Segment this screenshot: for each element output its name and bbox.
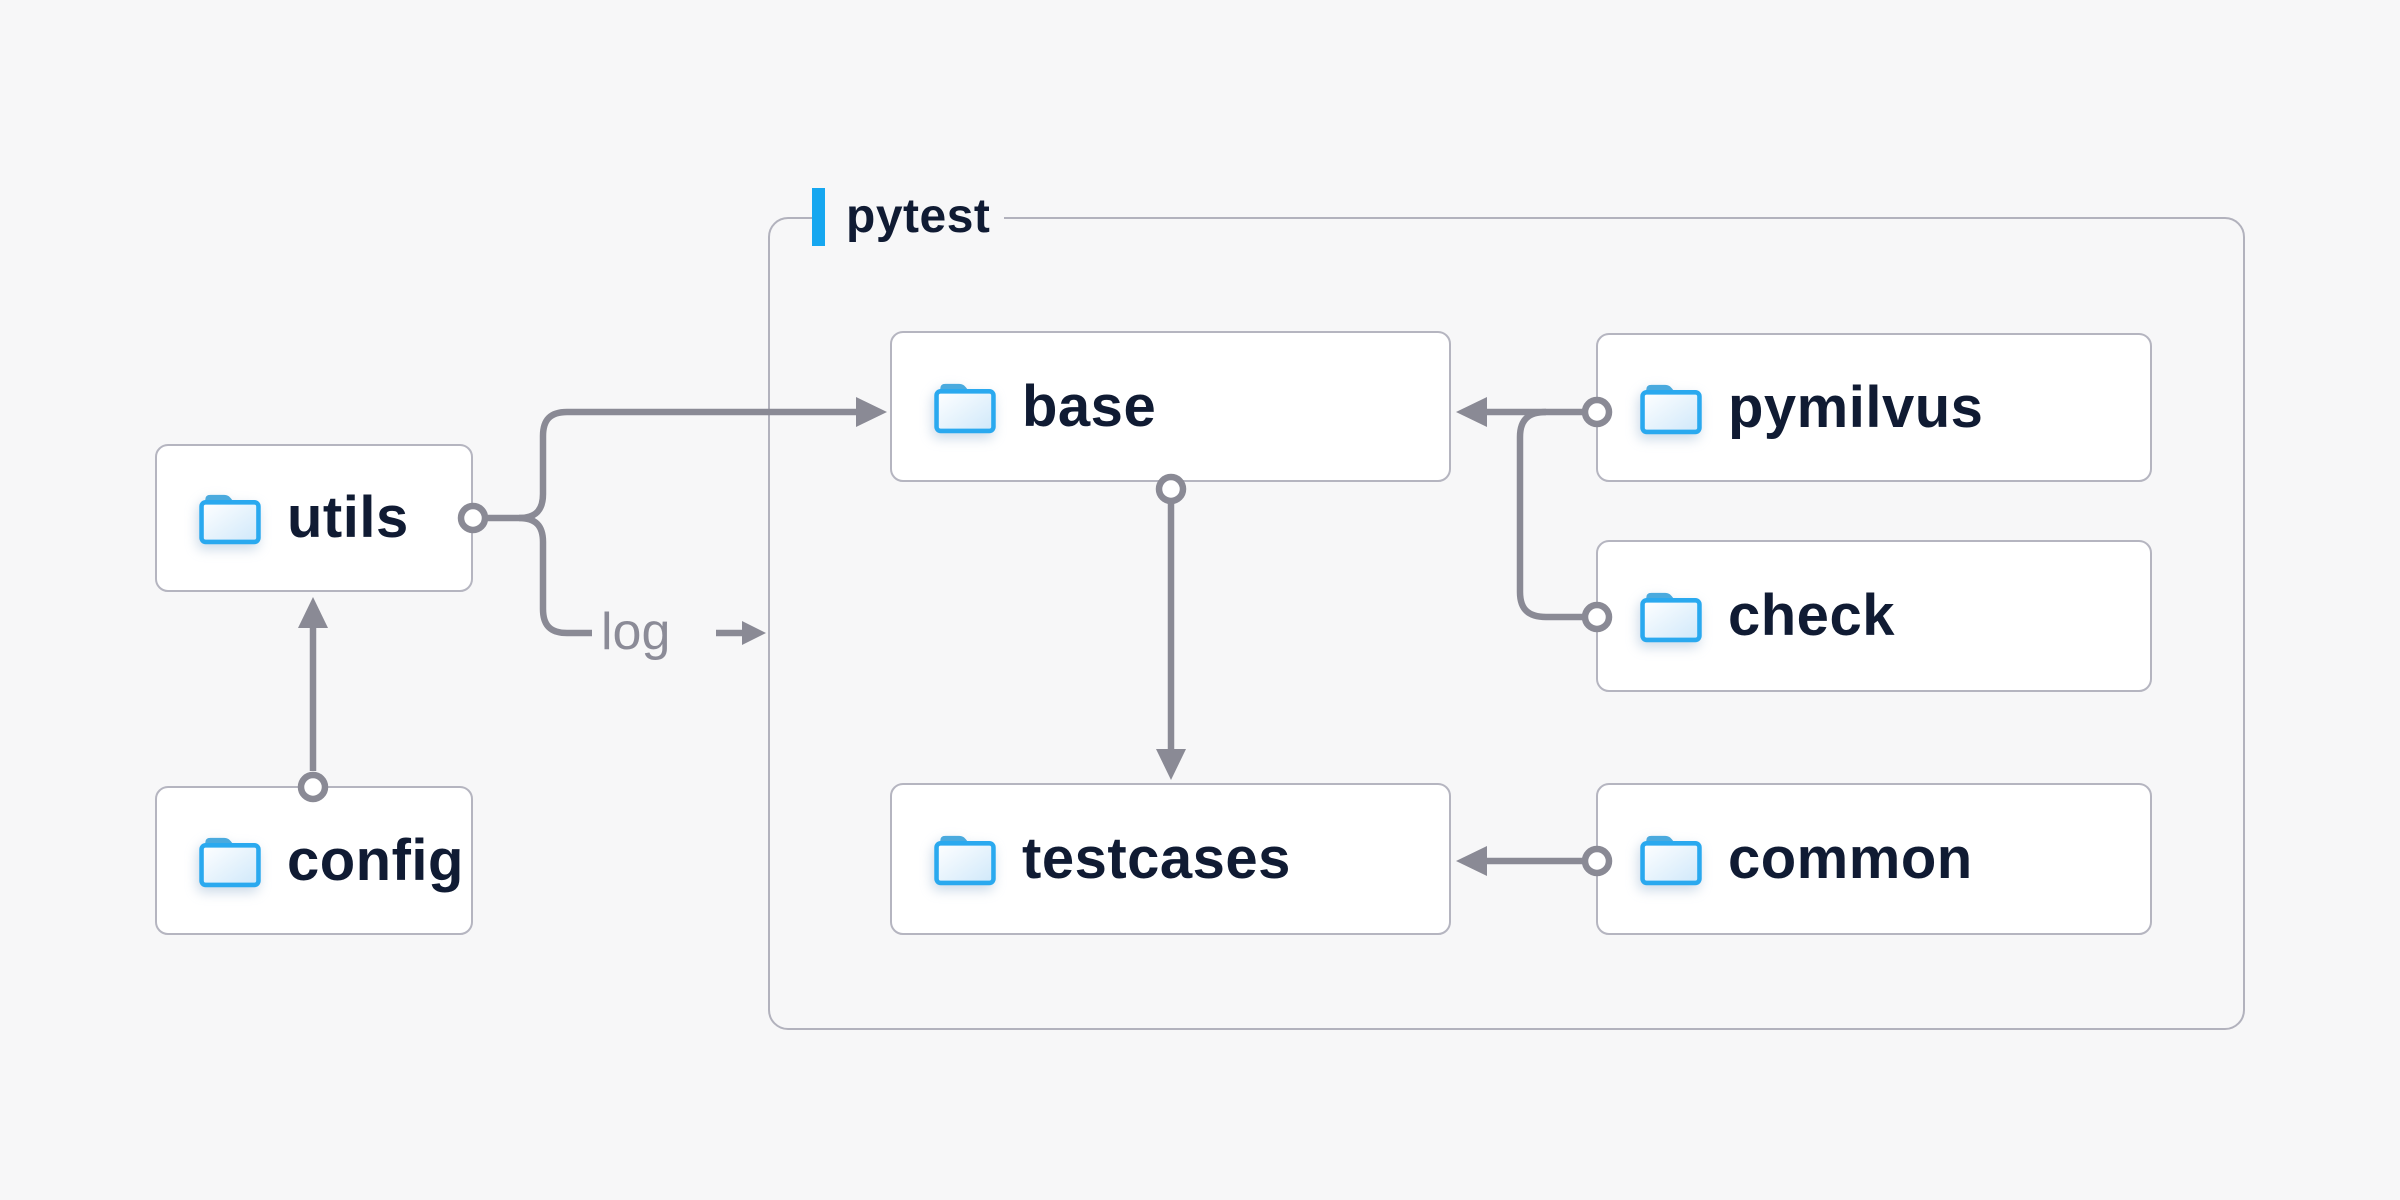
arrowhead-up-icon bbox=[298, 597, 328, 628]
folder-icon bbox=[934, 383, 996, 433]
log-edge-label: log bbox=[601, 602, 671, 661]
node-config-label: config bbox=[287, 827, 464, 893]
folder-body bbox=[199, 500, 261, 545]
folder-body bbox=[934, 388, 996, 433]
node-pymilvus: pymilvus bbox=[1596, 333, 2152, 482]
node-pymilvus-label: pymilvus bbox=[1728, 374, 1984, 440]
node-base: base bbox=[890, 331, 1451, 482]
accent-bar-icon bbox=[812, 188, 825, 246]
node-testcases: testcases bbox=[890, 783, 1451, 935]
folder-icon bbox=[199, 494, 261, 545]
pytest-group-frame bbox=[768, 217, 2245, 1030]
folder-body bbox=[934, 841, 996, 886]
node-testcases-label: testcases bbox=[1022, 826, 1291, 891]
edge-config-utils bbox=[297, 597, 329, 803]
folder-icon bbox=[1640, 592, 1702, 643]
folder-icon bbox=[199, 837, 261, 887]
node-base-label: base bbox=[1022, 373, 1157, 439]
node-utils: utils bbox=[155, 444, 473, 592]
folder-icon bbox=[934, 835, 996, 886]
pytest-group-title: pytest bbox=[846, 190, 991, 243]
edge-log-arrow bbox=[716, 621, 766, 645]
folder-icon bbox=[1640, 384, 1702, 434]
node-utils-label: utils bbox=[287, 485, 409, 550]
folder-body bbox=[1640, 389, 1702, 434]
folder-body bbox=[199, 842, 261, 887]
folder-body bbox=[1640, 841, 1702, 886]
node-common-label: common bbox=[1728, 826, 1973, 891]
pytest-group-label: pytest bbox=[812, 188, 1005, 246]
node-common: common bbox=[1596, 783, 2152, 935]
arrowhead-right-icon bbox=[742, 621, 766, 645]
node-check-label: check bbox=[1728, 583, 1895, 648]
folder-icon bbox=[1640, 835, 1702, 886]
node-config: config bbox=[155, 786, 473, 935]
folder-body bbox=[1640, 598, 1702, 643]
node-check: check bbox=[1596, 540, 2152, 692]
